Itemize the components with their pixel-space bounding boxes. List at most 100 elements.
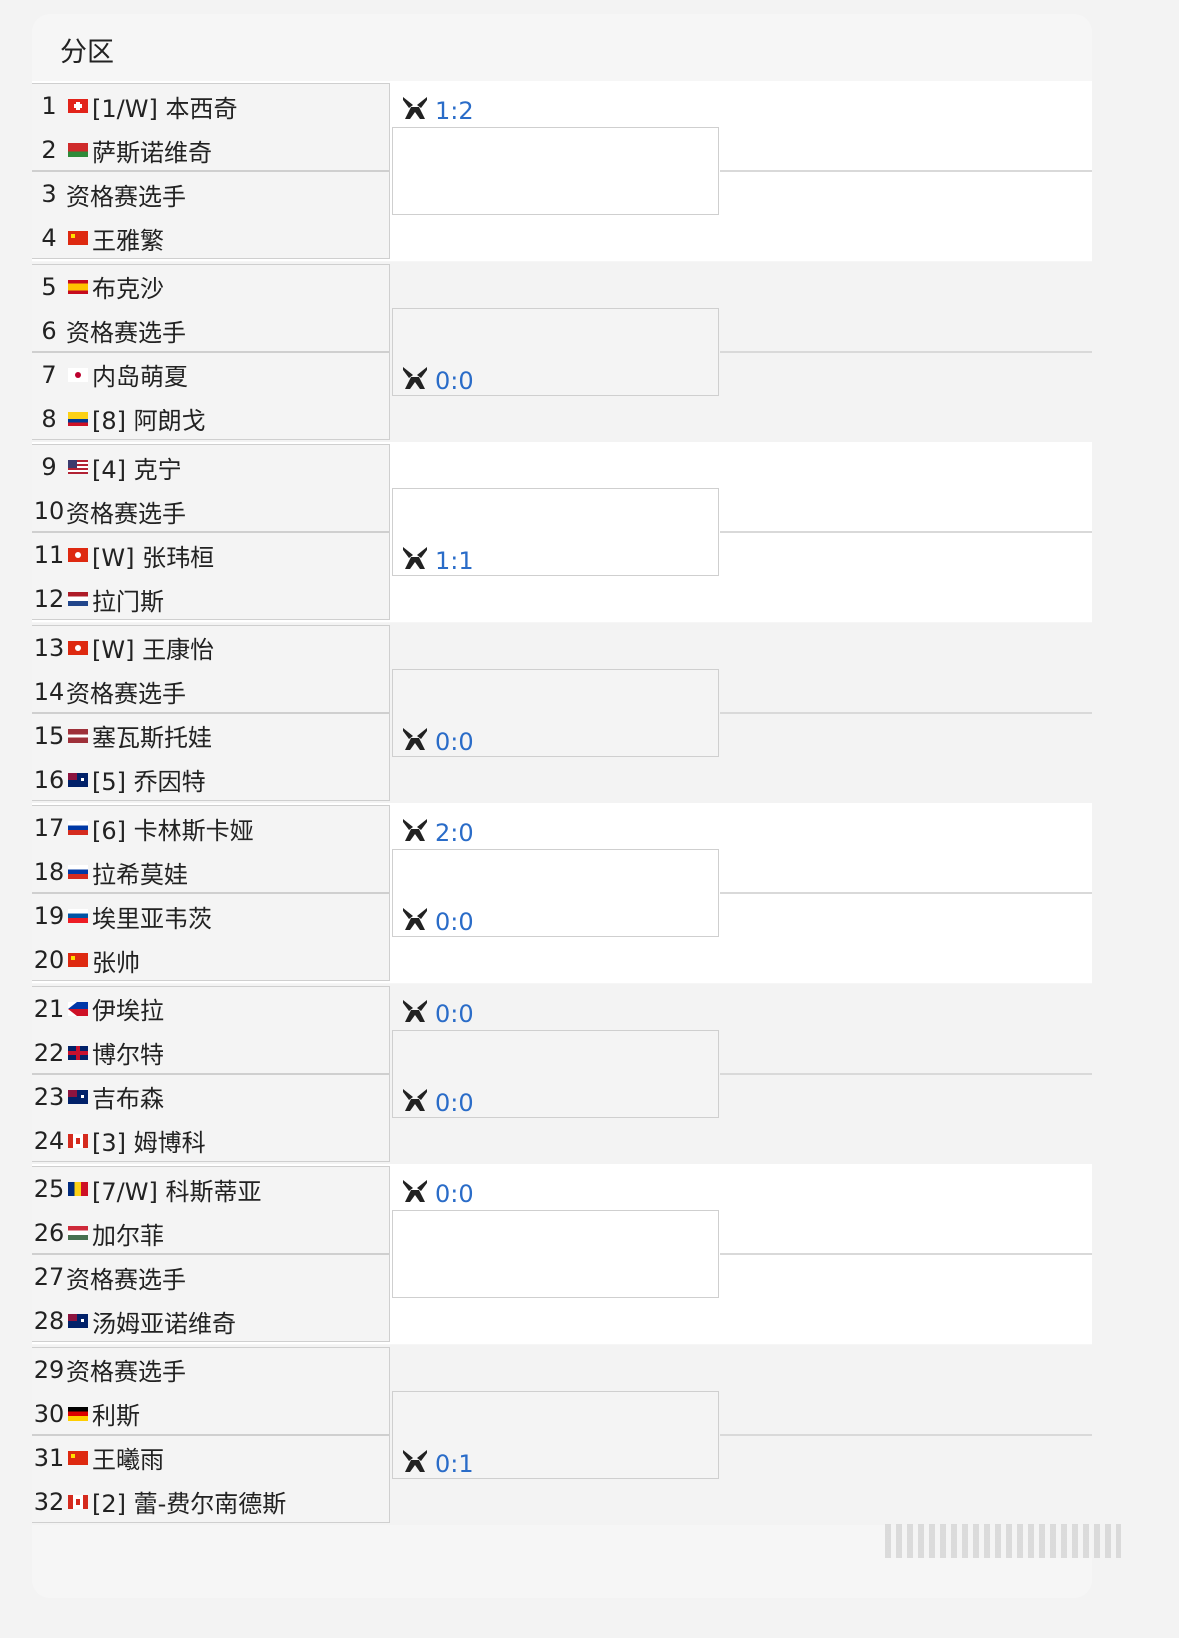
head-to-head-score[interactable]: 1:2 [395,96,474,126]
country-flag-icon [68,548,88,562]
score-text: 1:2 [435,97,474,125]
player-row[interactable]: 23 吉布森 [32,1075,164,1119]
player-row[interactable]: 16[5] 乔因特 [32,758,206,802]
head-to-head-score[interactable]: 2:0 [395,818,474,848]
score-text: 0:0 [435,999,474,1028]
seed-number: 2 [41,136,57,164]
bracket-connector [720,1253,1092,1255]
second-round-match[interactable] [392,488,719,576]
seed-number: 18 [33,858,65,886]
seed-number: 26 [33,1219,65,1247]
head-to-head-score[interactable]: 0:0 [395,727,474,757]
player-row[interactable]: 11[W] 张玮桓 [32,533,214,577]
second-round-match[interactable] [392,849,719,937]
head-to-head-score[interactable]: 0:1 [395,1449,474,1479]
player-row[interactable]: 25[7/W] 科斯蒂亚 [32,1167,262,1211]
score-text: 0:0 [435,1180,474,1208]
seed-number: 27 [33,1263,65,1291]
player-name: 资格赛选手 [66,680,186,708]
country-flag-icon [68,1089,88,1104]
player-row[interactable]: 13[W] 王康怡 [32,626,214,670]
player-name: 资格赛选手 [66,1358,186,1386]
head-to-head-score[interactable]: 0:0 [395,1088,474,1118]
player-row[interactable]: 32[2] 蕾-费尔南德斯 [32,1480,287,1524]
player-name: 王曦雨 [92,1446,164,1474]
player-name: 塞瓦斯托娃 [92,724,212,752]
country-flag-icon [68,640,88,655]
player-name: [6] 卡林斯卡娅 [92,816,254,845]
country-flag-icon [68,1001,88,1016]
second-round-match[interactable] [392,127,719,215]
bracket-connector [720,711,1092,714]
second-round-match[interactable] [392,307,719,396]
second-round-match[interactable] [392,1390,719,1479]
country-flag-icon [68,865,88,879]
score-text: 1:1 [435,547,474,575]
score-text: 2:0 [435,819,474,847]
player-row[interactable]: 9[4] 克宁 [32,445,181,489]
head-to-head-score[interactable]: 0:0 [395,999,474,1029]
head-to-head-score[interactable]: 0:0 [395,907,474,937]
country-flag-icon [68,821,88,835]
player-row[interactable]: 24[3] 姆博科 [32,1119,206,1163]
vs-swords-icon [401,817,429,849]
first-round-match[interactable]: 23 吉布森 24[3] 姆博科 [32,1073,390,1163]
head-to-head-score[interactable]: 0:0 [395,366,474,396]
country-flag-icon [68,592,88,606]
vs-swords-icon [401,95,429,127]
country-flag-icon [68,728,88,743]
score-text: 0:0 [435,1088,474,1117]
vs-swords-icon [401,906,429,938]
player-name: 吉布森 [92,1085,164,1113]
head-to-head-score[interactable]: 0:0 [395,1179,474,1209]
player-row[interactable]: 17[6] 卡林斯卡娅 [32,806,254,850]
player-name: 汤姆亚诺维奇 [92,1309,236,1338]
second-round-match[interactable] [392,1029,719,1118]
player-row[interactable]: 8[8] 阿朗戈 [32,397,205,441]
second-round-match[interactable] [392,1210,719,1298]
seed-number: 23 [33,1082,65,1111]
player-row[interactable]: 1[1/W] 本西奇 [32,84,237,128]
bracket-connector [720,1072,1092,1075]
country-flag-icon [68,1494,88,1509]
head-to-head-score[interactable]: 1:1 [395,546,474,576]
second-round-match[interactable] [392,668,719,757]
